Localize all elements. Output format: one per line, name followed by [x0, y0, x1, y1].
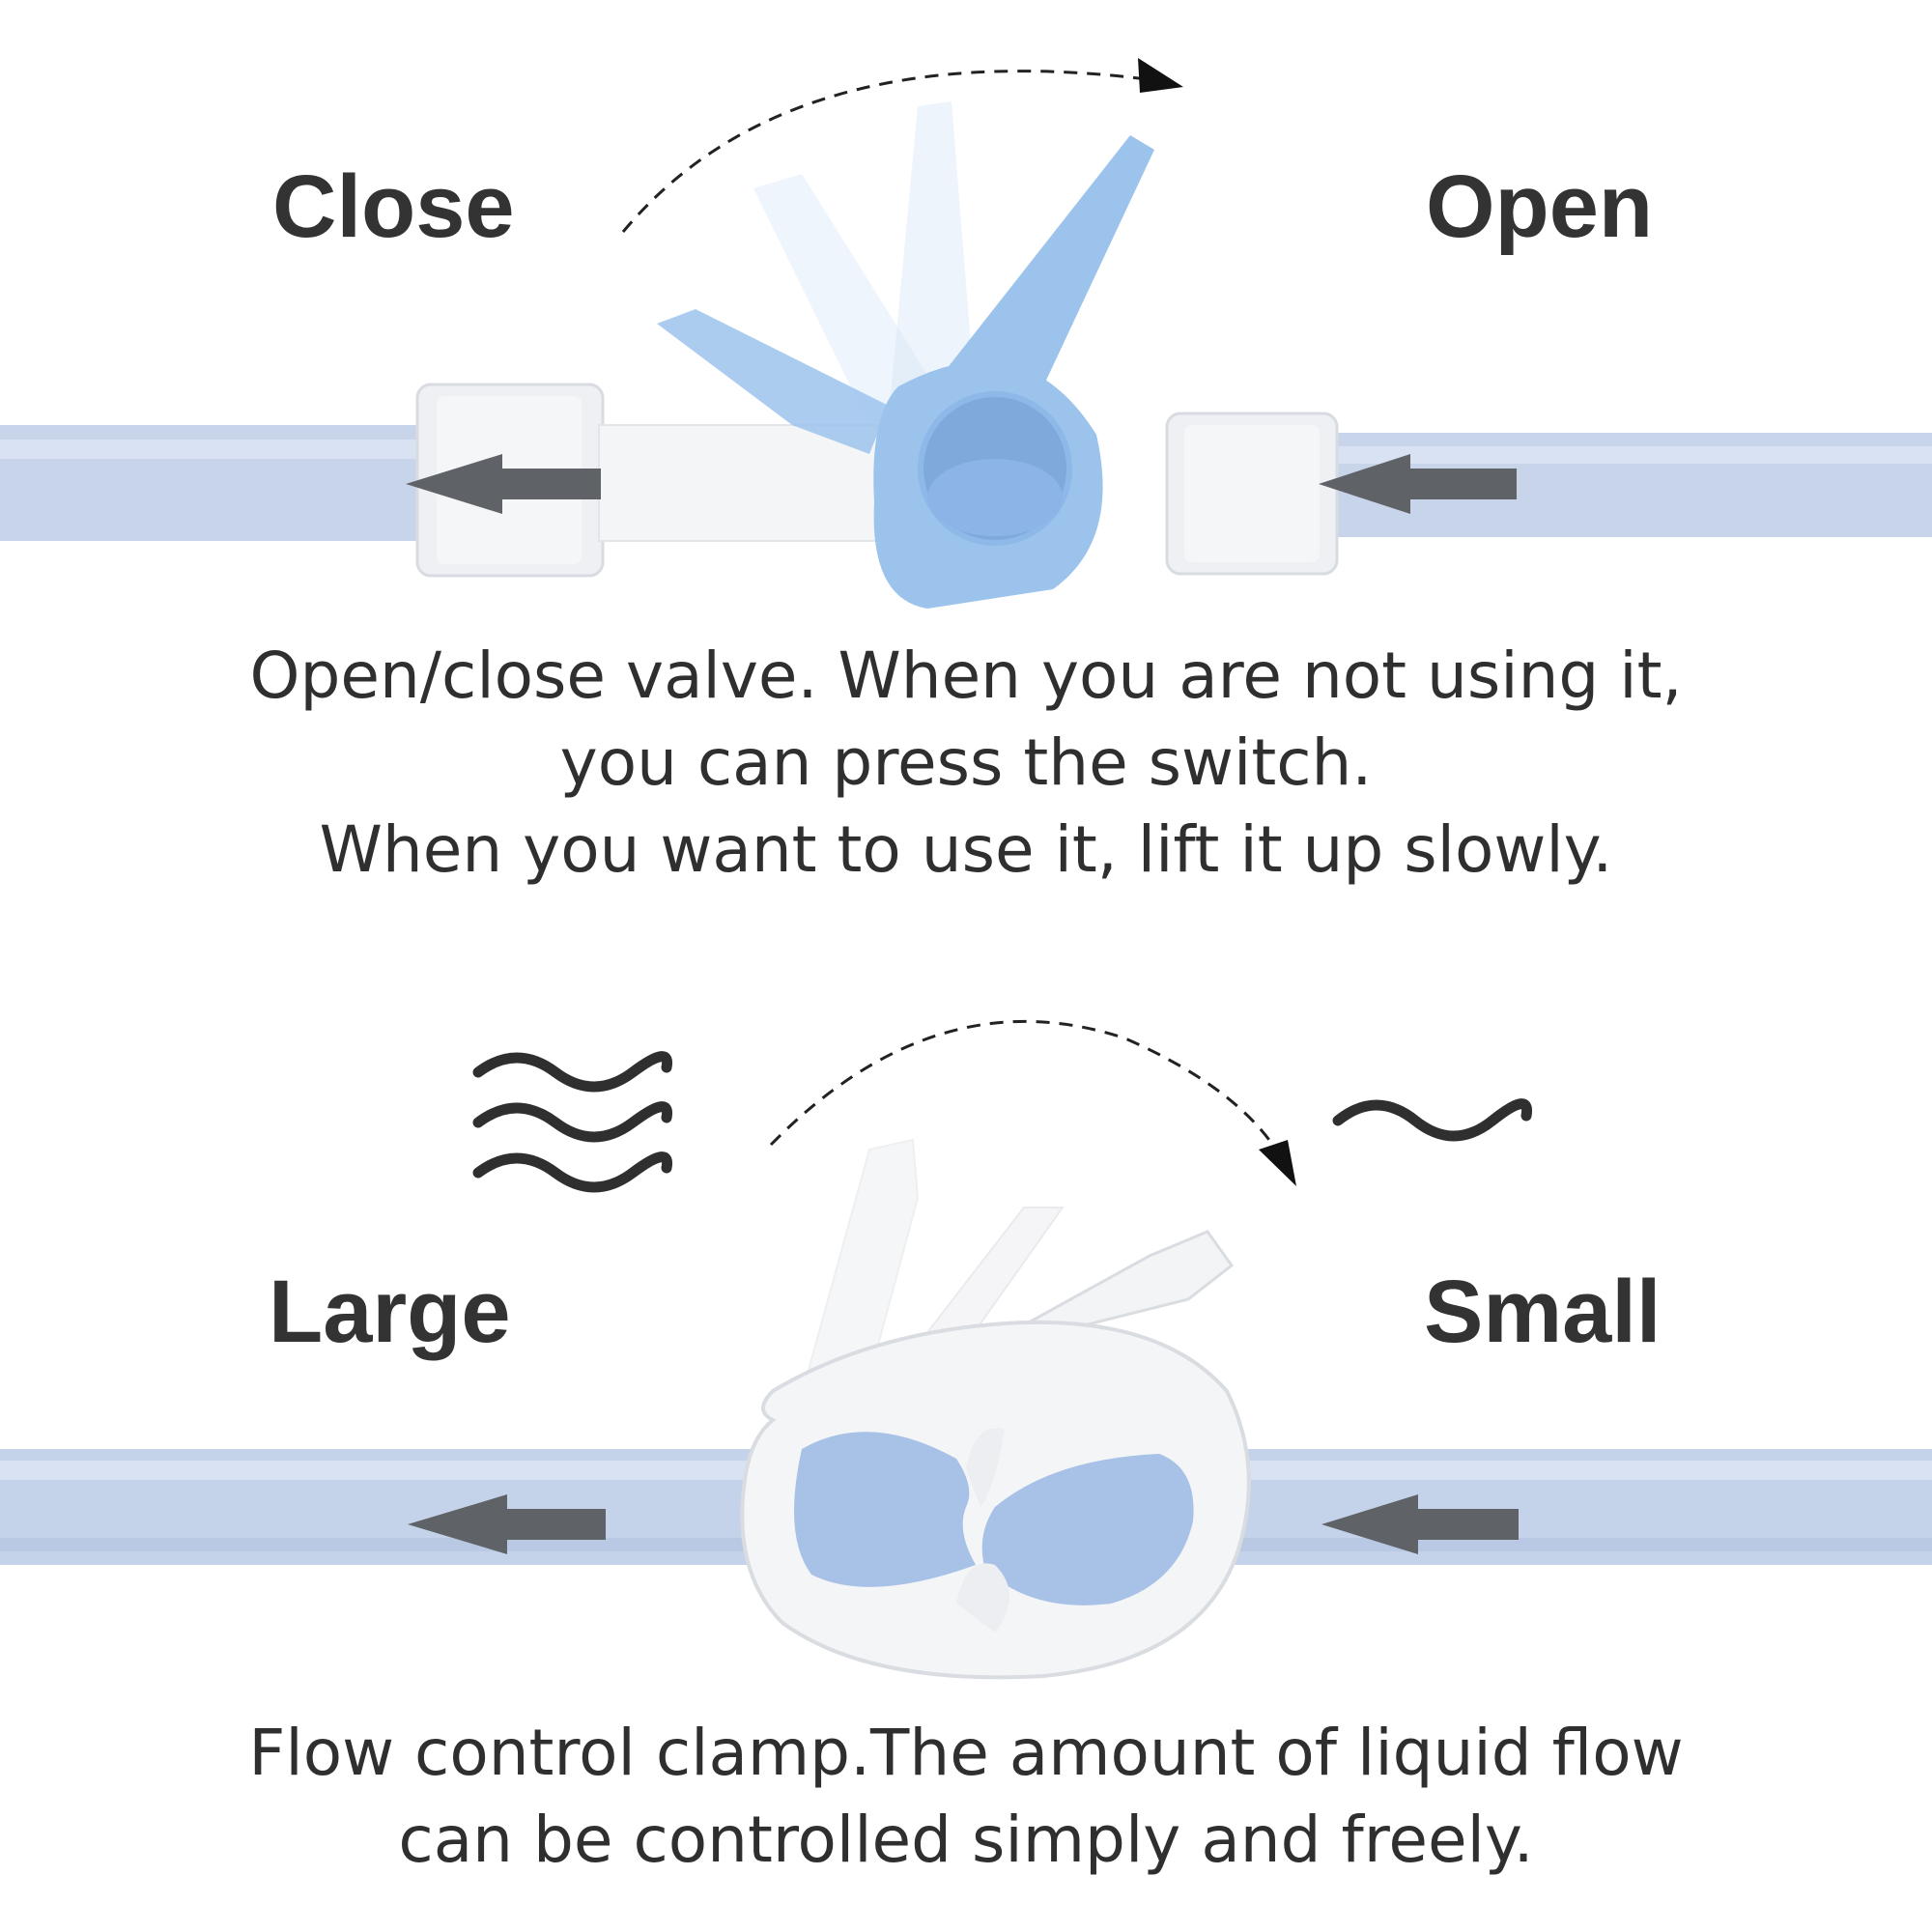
dashed-curved-arrow-icon: [769, 1019, 1296, 1186]
tube-bottom: [0, 1449, 1932, 1565]
flow-arrow-left-icon: [406, 454, 601, 514]
valve-caption-line: you can press the switch.: [559, 725, 1373, 800]
close-label: Close: [272, 157, 515, 256]
clamp-ghost-arm: [790, 1138, 920, 1451]
flow-control-clamp[interactable]: [740, 1230, 1251, 1680]
tube-left: [0, 425, 425, 541]
lever-ghost-2: [889, 101, 976, 415]
clamp-ghost-arm: [858, 1207, 1065, 1441]
clamp-caption-line: Flow control clamp.The amount of liquid …: [248, 1716, 1684, 1790]
valve-caption-line: When you want to use it, lift it up slow…: [319, 812, 1613, 887]
flow-arrow-left-icon: [1321, 1494, 1519, 1554]
clamp-caption: Flow control clamp.The amount of liquid …: [0, 1710, 1932, 1884]
dashed-curved-arrow-icon: [621, 58, 1183, 233]
valve-lever[interactable]: [873, 135, 1154, 609]
lever-ghost-1: [753, 174, 947, 425]
large-label: Large: [269, 1263, 511, 1361]
connector-right: [1165, 412, 1339, 576]
valve-caption: Open/close valve. When you are not using…: [0, 633, 1932, 894]
flow-arrow-left-icon: [1319, 454, 1517, 514]
small-label: Small: [1424, 1263, 1662, 1361]
clamp-caption-line: can be controlled simply and freely.: [398, 1803, 1534, 1877]
valve-caption-line: Open/close valve. When you are not using…: [249, 639, 1683, 713]
flow-arrow-left-icon: [408, 1494, 606, 1554]
wave-small-icon: [1332, 1098, 1533, 1142]
wave-large-icon: [472, 1051, 673, 1193]
open-label: Open: [1426, 157, 1654, 256]
valve-illustration: [0, 58, 1932, 609]
lever-close-position: [657, 309, 889, 454]
